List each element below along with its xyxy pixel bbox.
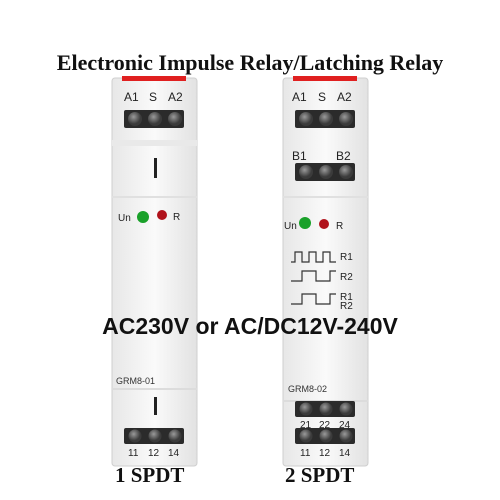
screw-icon	[339, 429, 353, 443]
led-red-icon	[157, 210, 167, 220]
screw-icon	[168, 112, 182, 126]
screw-icon	[319, 429, 333, 443]
switch-mark-left	[154, 158, 157, 178]
voltage-range-text: AC230V or AC/DC12V-240V	[102, 313, 398, 339]
terminal-label: 14	[168, 448, 180, 459]
terminal-label: 14	[339, 448, 351, 459]
terminal-label: A1	[292, 90, 307, 104]
relay-left	[111, 76, 198, 467]
screw-icon	[299, 429, 313, 443]
terminal-label: 22	[319, 420, 331, 431]
screw-icon	[299, 402, 313, 416]
terminal-label: S	[149, 90, 157, 104]
led-label: Un	[284, 221, 297, 232]
terminal-label: A2	[168, 90, 183, 104]
terminal-label: B1	[292, 149, 307, 163]
terminal-label: S	[318, 90, 326, 104]
screw-icon	[168, 429, 182, 443]
screw-icon	[299, 112, 313, 126]
terminal-label: A1	[124, 90, 139, 104]
screw-icon	[299, 165, 313, 179]
led-label: Un	[118, 213, 131, 224]
screw-icon	[148, 429, 162, 443]
model-label: GRM8-02	[288, 384, 327, 394]
terminal-label: 11	[300, 448, 311, 459]
screw-icon	[148, 112, 162, 126]
model-label: GRM8-01	[116, 376, 155, 386]
terminal-label: 12	[148, 448, 160, 459]
screw-icon	[339, 402, 353, 416]
caption-right: 2 SPDT	[285, 463, 355, 487]
terminal-label: A2	[337, 90, 352, 104]
terminal-label: 11	[128, 448, 139, 459]
screw-icon	[319, 112, 333, 126]
terminal-label: 24	[339, 420, 351, 431]
timing-diagram	[291, 251, 336, 305]
caption-left: 1 SPDT	[115, 463, 185, 487]
wave-label: R1	[340, 252, 353, 263]
terminal-label: 21	[300, 420, 312, 431]
red-clip-right	[293, 76, 357, 81]
led-red-icon	[319, 219, 329, 229]
wave-label: R2	[340, 301, 353, 312]
led-green-icon	[299, 217, 311, 229]
switch-mark-left-bottom	[154, 397, 157, 415]
screw-icon	[339, 165, 353, 179]
product-title: Electronic Impulse Relay/Latching Relay	[56, 50, 444, 75]
terminal-label: 12	[319, 448, 331, 459]
screw-icon	[128, 429, 142, 443]
terminal-label: B2	[336, 149, 351, 163]
screw-icon	[319, 165, 333, 179]
screw-icon	[319, 402, 333, 416]
screw-icon	[339, 112, 353, 126]
led-green-icon	[137, 211, 149, 223]
screw-icon	[128, 112, 142, 126]
red-clip-left	[122, 76, 186, 81]
led-label: R	[336, 221, 343, 232]
wave-label: R1	[340, 292, 353, 303]
relay-right	[282, 76, 369, 467]
led-label: R	[173, 212, 180, 223]
wave-label: R2	[340, 272, 353, 283]
